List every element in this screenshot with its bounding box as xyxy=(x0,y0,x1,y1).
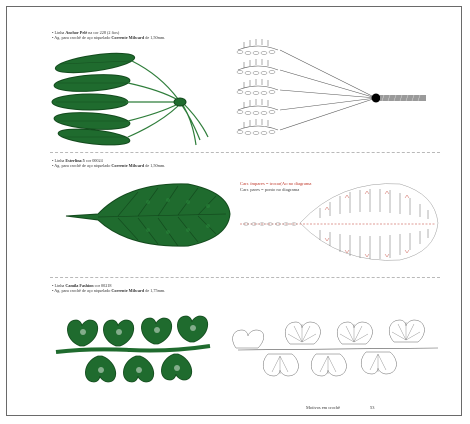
section-divider-2 xyxy=(50,277,440,278)
section3-yarn-note: • Linha Camila Fashion cor 00218 xyxy=(52,283,112,288)
legend-odd-rows: Carr. ímpares = trocar(Ao no diagrama xyxy=(240,181,312,186)
section-divider-1 xyxy=(50,152,440,153)
section2-yarn-note: • Linha Esterlina 5 cor 00024 xyxy=(52,158,103,163)
page-frame xyxy=(6,6,462,416)
diagram-legend: Carr. ímpares = trocar(Ao no diagrama Ca… xyxy=(240,181,311,193)
section2-hook-note: • Ag. para crochê de aço niquelado Corre… xyxy=(52,163,166,168)
large-leaf-diagram xyxy=(240,183,439,261)
section1-yarn-note: • Linha Anchor Pelé na cor 228 (2 fios) xyxy=(52,30,120,35)
leaf-vine-diagram xyxy=(232,319,439,377)
leaf-vine-photo xyxy=(55,315,211,383)
leaf-bunch-diagram xyxy=(236,39,426,135)
section1-hook-note: • Ag. para crochê de aço niquelado Corre… xyxy=(52,35,166,40)
leaf-bunch-photo xyxy=(51,52,209,146)
large-leaf-photo xyxy=(65,183,231,247)
legend-even-rows: Carr. pares = ponto no diagrama xyxy=(240,187,300,192)
page-number: 53 xyxy=(370,405,375,410)
footer-title: Motivos em crochê xyxy=(306,405,340,410)
section3-hook-note: • Ag. para crochê de aço niquelado Corre… xyxy=(52,288,166,293)
